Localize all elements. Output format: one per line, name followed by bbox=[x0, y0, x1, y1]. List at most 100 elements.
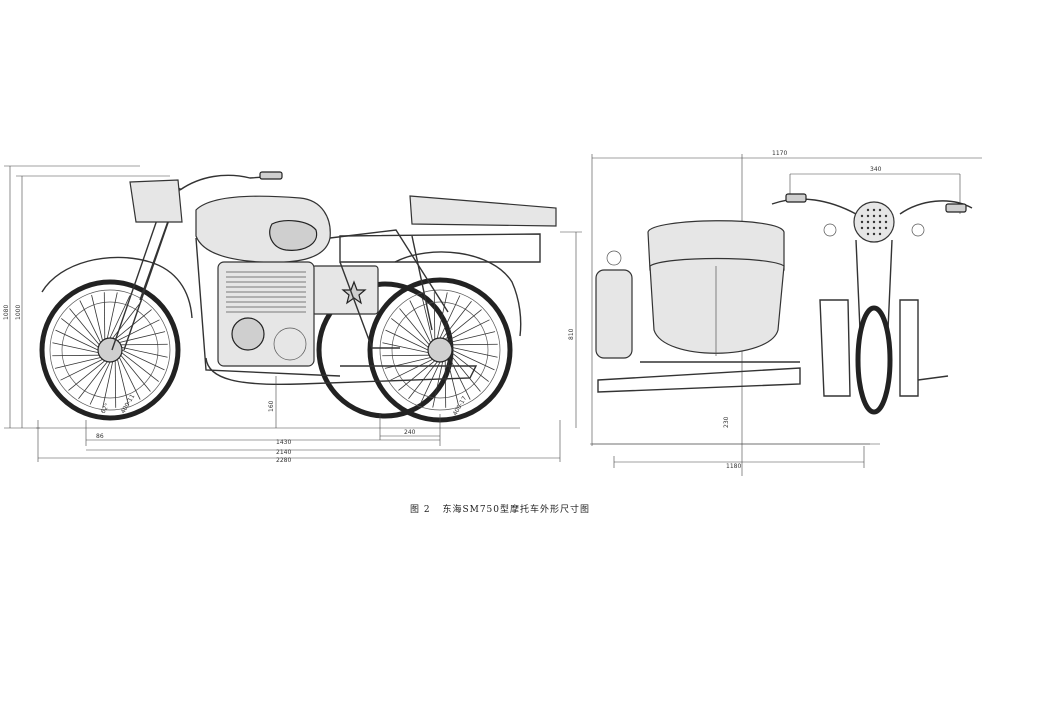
sidecar-body bbox=[649, 257, 785, 354]
wheel-spoke bbox=[442, 301, 472, 339]
front-fork-front-view bbox=[855, 239, 893, 331]
wheel-spoke bbox=[69, 308, 100, 346]
headlight-lens-dot bbox=[872, 220, 876, 224]
wheel-spoke bbox=[103, 292, 106, 340]
wheel-spoke bbox=[78, 361, 108, 399]
dim-ground-clearance: 160 bbox=[268, 400, 275, 412]
wheel-spoke bbox=[109, 295, 131, 339]
dim-handlebar-width: 340 bbox=[870, 166, 882, 173]
front-wheel bbox=[39, 279, 181, 421]
frame bbox=[195, 229, 449, 377]
dim-overall-length: 2280 bbox=[276, 457, 291, 464]
seat bbox=[339, 195, 557, 263]
headlight-lens-dot bbox=[872, 214, 876, 218]
side-view: 1080 1000 810 bbox=[3, 165, 582, 464]
wheel-spoke bbox=[421, 294, 433, 341]
headlight-lens-dot bbox=[878, 208, 882, 212]
sidecar-chassis bbox=[597, 367, 801, 393]
wheel-spoke bbox=[450, 354, 481, 392]
headlight-lens-dot bbox=[866, 220, 870, 224]
headlight-lens-dot bbox=[860, 214, 864, 218]
front-tire-front-view bbox=[855, 305, 893, 415]
headlight-lens-dot bbox=[878, 226, 882, 230]
headlight-lens-dot bbox=[860, 220, 864, 224]
wheel-spoke bbox=[119, 331, 166, 343]
wheel-spoke bbox=[119, 357, 141, 400]
handlebar-grip bbox=[259, 171, 283, 180]
wheel-spoke bbox=[54, 357, 101, 369]
wheel-spoke bbox=[68, 360, 106, 391]
seat-height-dimension: 810 bbox=[560, 231, 582, 428]
dim-seat-height: 810 bbox=[568, 328, 575, 340]
dim-rear-offset: 240 bbox=[404, 429, 416, 436]
wheel-spoke bbox=[409, 300, 431, 343]
spare-fuel-can bbox=[595, 269, 633, 359]
headlight-lens-dot bbox=[866, 214, 870, 218]
wheel-spoke bbox=[55, 329, 99, 351]
wheel-spoke bbox=[439, 295, 461, 339]
wheel-spoke bbox=[120, 343, 168, 346]
wheel-spoke bbox=[384, 357, 431, 369]
headlight-lens-dot bbox=[866, 226, 870, 230]
wheel-spoke bbox=[449, 331, 496, 343]
wheel-spoke bbox=[390, 359, 433, 381]
wheel-spoke bbox=[60, 359, 103, 381]
wheel-spoke bbox=[432, 361, 444, 408]
wheel-spoke bbox=[121, 346, 168, 358]
wheel-spoke bbox=[450, 343, 498, 346]
headlight-lens-dot bbox=[884, 220, 888, 224]
dim-sidecar-height: 230 bbox=[723, 416, 730, 428]
wheel-spoke bbox=[106, 292, 118, 339]
wheel-spoke bbox=[121, 349, 165, 371]
front-view: 1170 340 1180 230 bbox=[590, 150, 982, 476]
wheel-spoke bbox=[391, 318, 429, 348]
fuel-tank bbox=[195, 195, 331, 263]
engine bbox=[217, 261, 315, 367]
wheel-spoke bbox=[444, 360, 447, 408]
wheel-spoke bbox=[117, 319, 160, 341]
headlight-lens-dot bbox=[884, 214, 888, 218]
dim-rake: 62° bbox=[100, 402, 111, 415]
wheel-spoke bbox=[121, 352, 159, 382]
wheel-spoke bbox=[447, 359, 459, 406]
dim-height-handlebar: 1000 bbox=[15, 305, 22, 320]
wheel-spoke bbox=[451, 349, 495, 371]
tank-badge bbox=[269, 220, 318, 251]
dim-front-overhang: 86 bbox=[96, 433, 104, 440]
headlight-housing bbox=[129, 179, 183, 223]
dim-overall-width: 1170 bbox=[772, 150, 787, 157]
rear-shock bbox=[411, 235, 433, 331]
wheel-spoke bbox=[436, 292, 448, 339]
wheel-spoke bbox=[52, 342, 99, 354]
wheel-spoke bbox=[444, 309, 482, 340]
sidecar bbox=[595, 220, 801, 393]
headlight-lens-dot bbox=[860, 226, 864, 230]
dim-wheelbase: 2140 bbox=[276, 449, 291, 456]
headlight-lens-dot bbox=[878, 232, 882, 236]
wheel-spoke bbox=[451, 352, 489, 382]
wheel-spoke bbox=[61, 318, 99, 348]
wheel-spoke bbox=[102, 361, 114, 408]
wheel-spoke bbox=[79, 300, 101, 343]
headlight-lens-dot bbox=[866, 232, 870, 236]
dim-wheelbase-inner: 1430 bbox=[276, 439, 291, 446]
headlight-lens-dot bbox=[884, 226, 888, 230]
wheel-spoke bbox=[447, 319, 490, 341]
figure-title: 东海SM750型摩托车外形尺寸图 bbox=[442, 505, 591, 515]
wheel-spoke bbox=[91, 294, 103, 341]
wheel-spoke bbox=[114, 360, 117, 408]
wheel-spoke bbox=[385, 329, 429, 351]
dim-height-overall: 1080 bbox=[3, 305, 10, 320]
headlight-lens-dot bbox=[872, 232, 876, 236]
figure-caption: 图 2 东海SM750型摩托车外形尺寸图 bbox=[0, 502, 1000, 515]
wheel-spoke bbox=[419, 361, 441, 405]
rear-fender bbox=[394, 251, 522, 337]
sidecar-seat-back bbox=[647, 220, 785, 271]
headlight-lens-dot bbox=[878, 220, 882, 224]
headlight-lens-dot bbox=[872, 226, 876, 230]
exhaust-pipe bbox=[205, 357, 478, 386]
side-panel bbox=[311, 265, 379, 315]
wheel-spoke bbox=[120, 354, 151, 392]
rear-wheel bbox=[367, 277, 513, 423]
